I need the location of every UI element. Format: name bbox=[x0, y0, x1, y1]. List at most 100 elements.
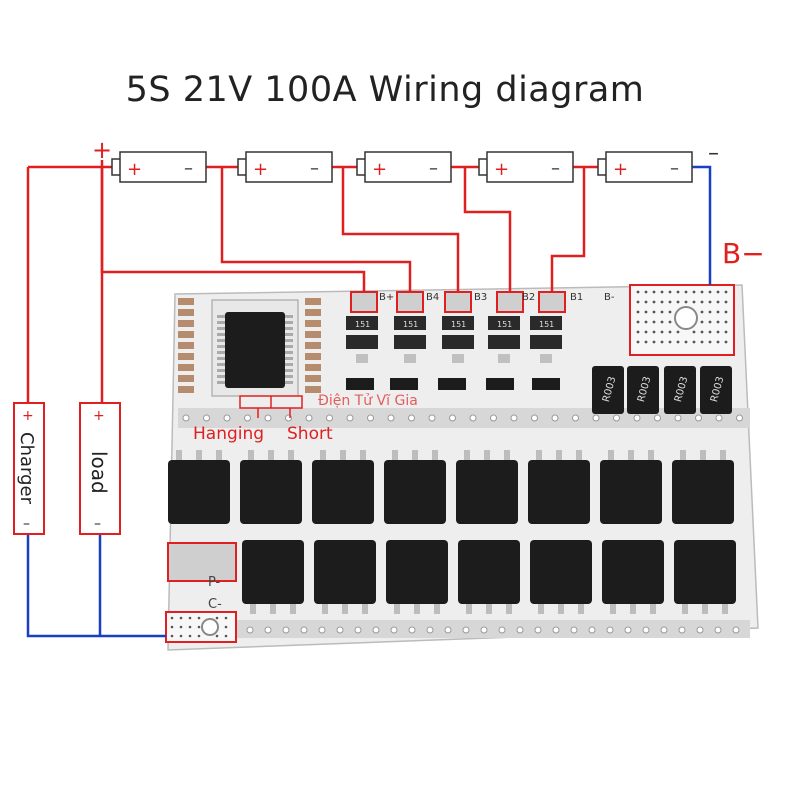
cell-plus-label: + bbox=[127, 159, 142, 180]
via bbox=[264, 414, 272, 422]
mosfet-lead bbox=[342, 604, 348, 614]
via-dot bbox=[179, 616, 183, 620]
via bbox=[390, 626, 398, 634]
mosfet-lead bbox=[702, 604, 708, 614]
mosfet bbox=[312, 460, 374, 524]
via-dot bbox=[692, 330, 696, 334]
via-dot bbox=[716, 330, 720, 334]
via-dot bbox=[224, 616, 228, 620]
via bbox=[305, 414, 313, 422]
mosfet-lead bbox=[434, 604, 440, 614]
wires bbox=[26, 160, 712, 638]
mosfet bbox=[314, 540, 376, 604]
smd-resistor bbox=[346, 316, 378, 330]
ic-pin bbox=[217, 327, 225, 330]
via bbox=[642, 626, 650, 634]
via-dot bbox=[660, 290, 664, 294]
smd-resistor-label: 151 bbox=[355, 320, 370, 329]
mosfet-lead bbox=[414, 604, 420, 614]
via-dot bbox=[668, 300, 672, 304]
via bbox=[531, 414, 538, 422]
ic-pin bbox=[217, 339, 225, 342]
charger-minus: – bbox=[23, 516, 30, 532]
mosfet-lead bbox=[536, 450, 542, 460]
via bbox=[346, 414, 354, 422]
capacitor bbox=[178, 353, 194, 360]
ic-pins bbox=[217, 315, 293, 384]
mosfet-lead bbox=[486, 604, 492, 614]
via bbox=[736, 414, 743, 422]
pad-label: B+ bbox=[379, 292, 394, 303]
via bbox=[674, 414, 682, 422]
capacitor bbox=[305, 331, 321, 338]
watermark: Điện Tử Vĩ Gia bbox=[318, 393, 418, 409]
cell-plus-label: + bbox=[253, 159, 268, 180]
diode bbox=[346, 378, 374, 390]
via bbox=[660, 626, 668, 634]
balance-pad bbox=[496, 291, 524, 313]
smd-resistor bbox=[530, 316, 562, 330]
capacitor-column-right bbox=[305, 298, 321, 393]
via-dot bbox=[660, 300, 664, 304]
capacitor bbox=[178, 386, 194, 393]
ic-pin bbox=[285, 321, 293, 324]
mosfet bbox=[530, 540, 592, 604]
pad-label: B3 bbox=[474, 292, 487, 303]
via-dot bbox=[708, 310, 712, 314]
via-dot bbox=[188, 616, 192, 620]
ic-pin bbox=[285, 381, 293, 384]
mosfet-lead bbox=[650, 604, 656, 614]
via bbox=[223, 414, 231, 422]
via-dot bbox=[644, 340, 648, 344]
via bbox=[300, 626, 308, 634]
via bbox=[469, 414, 477, 422]
balance-pad bbox=[444, 291, 472, 313]
via-dot bbox=[188, 634, 192, 638]
ic-pin bbox=[285, 339, 293, 342]
smd-resistor-label: 151 bbox=[539, 320, 554, 329]
via-dot bbox=[692, 340, 696, 344]
diode bbox=[486, 378, 514, 390]
mosfet bbox=[674, 540, 736, 604]
via-dot bbox=[708, 320, 712, 324]
capacitor bbox=[178, 298, 194, 305]
via-dot bbox=[724, 330, 728, 334]
ic-pin bbox=[217, 357, 225, 360]
smd-resistor bbox=[530, 335, 562, 349]
via bbox=[408, 414, 415, 422]
cell-plus-label: + bbox=[613, 159, 628, 180]
smd-resistor-label: 151 bbox=[451, 320, 466, 329]
mosfet-lead bbox=[628, 450, 634, 460]
via bbox=[367, 414, 374, 422]
hanging-label: Hanging bbox=[193, 424, 264, 444]
via bbox=[588, 626, 596, 634]
via-dot bbox=[708, 290, 712, 294]
cell-plus-label: + bbox=[494, 159, 509, 180]
via bbox=[480, 626, 488, 634]
mosfet-lead bbox=[270, 604, 276, 614]
smd-resistor bbox=[346, 335, 378, 349]
mosfet-lead bbox=[432, 450, 438, 460]
via-dot bbox=[636, 340, 640, 344]
via-dot bbox=[644, 330, 648, 334]
cell-minus-label: – bbox=[310, 158, 319, 179]
led bbox=[540, 354, 552, 363]
via-dot bbox=[692, 300, 696, 304]
cell-minus-label: – bbox=[429, 158, 438, 179]
via-dot bbox=[652, 310, 656, 314]
via-dot bbox=[644, 290, 648, 294]
mosfet-lead bbox=[322, 604, 328, 614]
via-dot bbox=[668, 320, 672, 324]
capacitor bbox=[305, 375, 321, 382]
via-dot bbox=[224, 634, 228, 638]
ic-pin bbox=[217, 351, 225, 354]
via-dot bbox=[660, 320, 664, 324]
diode bbox=[438, 378, 466, 390]
balance-pad bbox=[396, 291, 424, 313]
via bbox=[428, 414, 436, 422]
via-dot bbox=[636, 290, 640, 294]
via bbox=[326, 414, 333, 422]
ic-pin bbox=[217, 321, 225, 324]
via bbox=[534, 626, 542, 634]
